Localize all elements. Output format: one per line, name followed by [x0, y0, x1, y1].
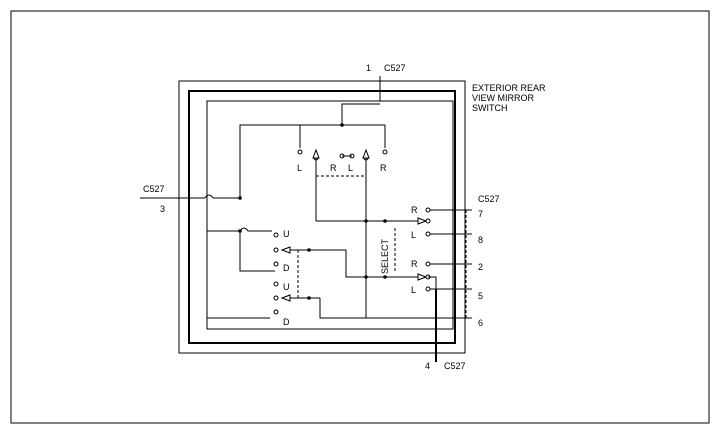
switch-inner-border [188, 90, 456, 344]
label-top-r1: R [330, 163, 337, 173]
title-line-1: EXTERIOR REAR [472, 83, 546, 93]
label-u1: U [283, 229, 290, 239]
pin-5-label: 5 [478, 291, 483, 301]
arrow-ud1 [280, 246, 291, 254]
title-line-3: SWITCH [472, 103, 508, 113]
arrow-ud2 [280, 294, 291, 302]
junction-select-lower-2 [383, 275, 387, 279]
contact-u1 [273, 232, 279, 238]
contact-top-r3 [382, 149, 388, 155]
pin-3-crossover [204, 194, 214, 199]
contact-select-r1 [425, 207, 431, 213]
contact-select-l2 [425, 286, 431, 292]
contact-u2 [273, 281, 279, 287]
title-line-2: VIEW MIRROR [472, 93, 534, 103]
wire-top-bus [239, 103, 380, 198]
contact-top-l1 [297, 149, 303, 155]
arrow-top-right [362, 148, 370, 159]
pin-3-label: 3 [160, 204, 165, 214]
junction-select-upper-2 [383, 219, 387, 223]
label-sel-r2: R [411, 259, 418, 269]
wire-ud-crossover [239, 227, 272, 232]
junction-select-upper [364, 219, 368, 223]
pin-2-label: 2 [478, 262, 483, 272]
pin-7-connector: C527 [478, 194, 500, 204]
label-sel-r1: R [411, 205, 418, 215]
pin-1-connector: C527 [384, 63, 406, 73]
label-top-r2: R [380, 163, 387, 173]
junction-top [340, 123, 344, 127]
wire-ud1-to-right [345, 250, 418, 278]
contact-ud1-common [273, 247, 279, 253]
arrow-top-left [312, 148, 320, 159]
arrow-select-upper [417, 217, 428, 225]
pin-1-label: 1 [366, 63, 371, 73]
pin-7-label: 7 [478, 209, 483, 219]
pin-8-label: 8 [478, 235, 483, 245]
label-sel-l2: L [411, 285, 416, 295]
switch-body [206, 100, 454, 330]
junction-select-lower [364, 275, 368, 279]
junction-left [238, 196, 242, 200]
contact-ud2-common [273, 295, 279, 301]
label-u2: U [283, 282, 290, 292]
select-label: SELECT [380, 238, 390, 274]
wire-select-to-pin4 [428, 276, 437, 289]
contact-select-c1 [425, 218, 431, 224]
junction-ud2 [307, 296, 311, 300]
pin-4-connector: C527 [444, 361, 466, 371]
arrow-select-lower [417, 273, 428, 281]
pin-6-label: 6 [478, 318, 483, 328]
label-sel-l1: L [411, 230, 416, 240]
label-top-l1: L [297, 163, 302, 173]
label-d1: D [283, 263, 290, 273]
wire-ud-left [207, 230, 275, 272]
contact-select-r2 [425, 261, 431, 267]
junction-ud1 [307, 248, 311, 252]
label-top-l2: L [348, 163, 353, 173]
contact-d1 [273, 261, 279, 267]
contact-select-l1 [425, 231, 431, 237]
pin-4-label: 4 [425, 361, 430, 371]
contact-d2 [273, 309, 279, 315]
page-frame [10, 10, 710, 424]
switch-outer-border [178, 80, 466, 354]
wire-ud2-to-right [319, 298, 453, 319]
label-d2: D [283, 317, 290, 327]
pin-3-connector: C527 [143, 184, 165, 194]
